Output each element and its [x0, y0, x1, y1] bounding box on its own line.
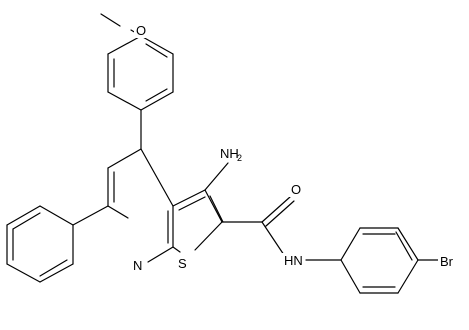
bond-line	[6, 205, 41, 226]
amide-nh-label-text: HN	[284, 253, 303, 268]
bond-line	[39, 259, 68, 277]
bond-line	[172, 189, 206, 207]
bond-line	[397, 259, 419, 294]
bond-line	[6, 263, 41, 283]
bond-line	[397, 227, 419, 261]
amino-label: NH	[220, 146, 239, 161]
bond-line	[72, 205, 109, 226]
bond-line	[39, 205, 74, 226]
carbonyl-oxygen-label: O	[289, 182, 302, 197]
bond-line	[12, 212, 41, 230]
bond-line	[145, 88, 168, 102]
bond-line	[107, 91, 142, 111]
bond-line	[39, 263, 74, 283]
bond-line	[140, 35, 174, 55]
bond-line	[204, 162, 229, 191]
bromine-label: Br	[438, 254, 460, 269]
bond-line	[107, 35, 142, 55]
bond-line	[140, 148, 174, 207]
amino-group-label: NH 2	[218, 145, 245, 163]
bond-line	[145, 43, 168, 58]
bond-line	[395, 231, 413, 261]
pyridine-n-label: N	[133, 258, 142, 273]
bromo-label: Br	[440, 254, 454, 269]
bond-line	[107, 205, 129, 219]
bond-line	[140, 91, 174, 111]
bond-lines	[6, 13, 439, 294]
bond-line	[340, 259, 361, 294]
methoxy-oxygen-label: O	[134, 23, 147, 38]
bond-line	[100, 13, 121, 27]
carbonyl-o-label: O	[291, 182, 301, 197]
bond-line	[265, 200, 295, 227]
pyridine-nitrogen-label: N	[131, 258, 144, 273]
bond-line	[261, 221, 285, 256]
bond-line	[107, 148, 142, 169]
bond-line	[172, 246, 181, 253]
bond-line	[194, 221, 223, 251]
methoxy-o-label: O	[136, 23, 146, 38]
thiophene-s-label: S	[178, 256, 187, 271]
amino-subscript: 2	[237, 153, 242, 163]
amide-nh-label: HN	[282, 253, 305, 268]
bond-line	[178, 196, 206, 211]
bond-line	[261, 196, 291, 223]
bond-line	[147, 246, 174, 263]
bond-line	[340, 227, 361, 261]
bond-line	[209, 195, 224, 223]
bond-line	[204, 189, 223, 223]
thiophene-sulfur-label: S	[176, 256, 189, 271]
